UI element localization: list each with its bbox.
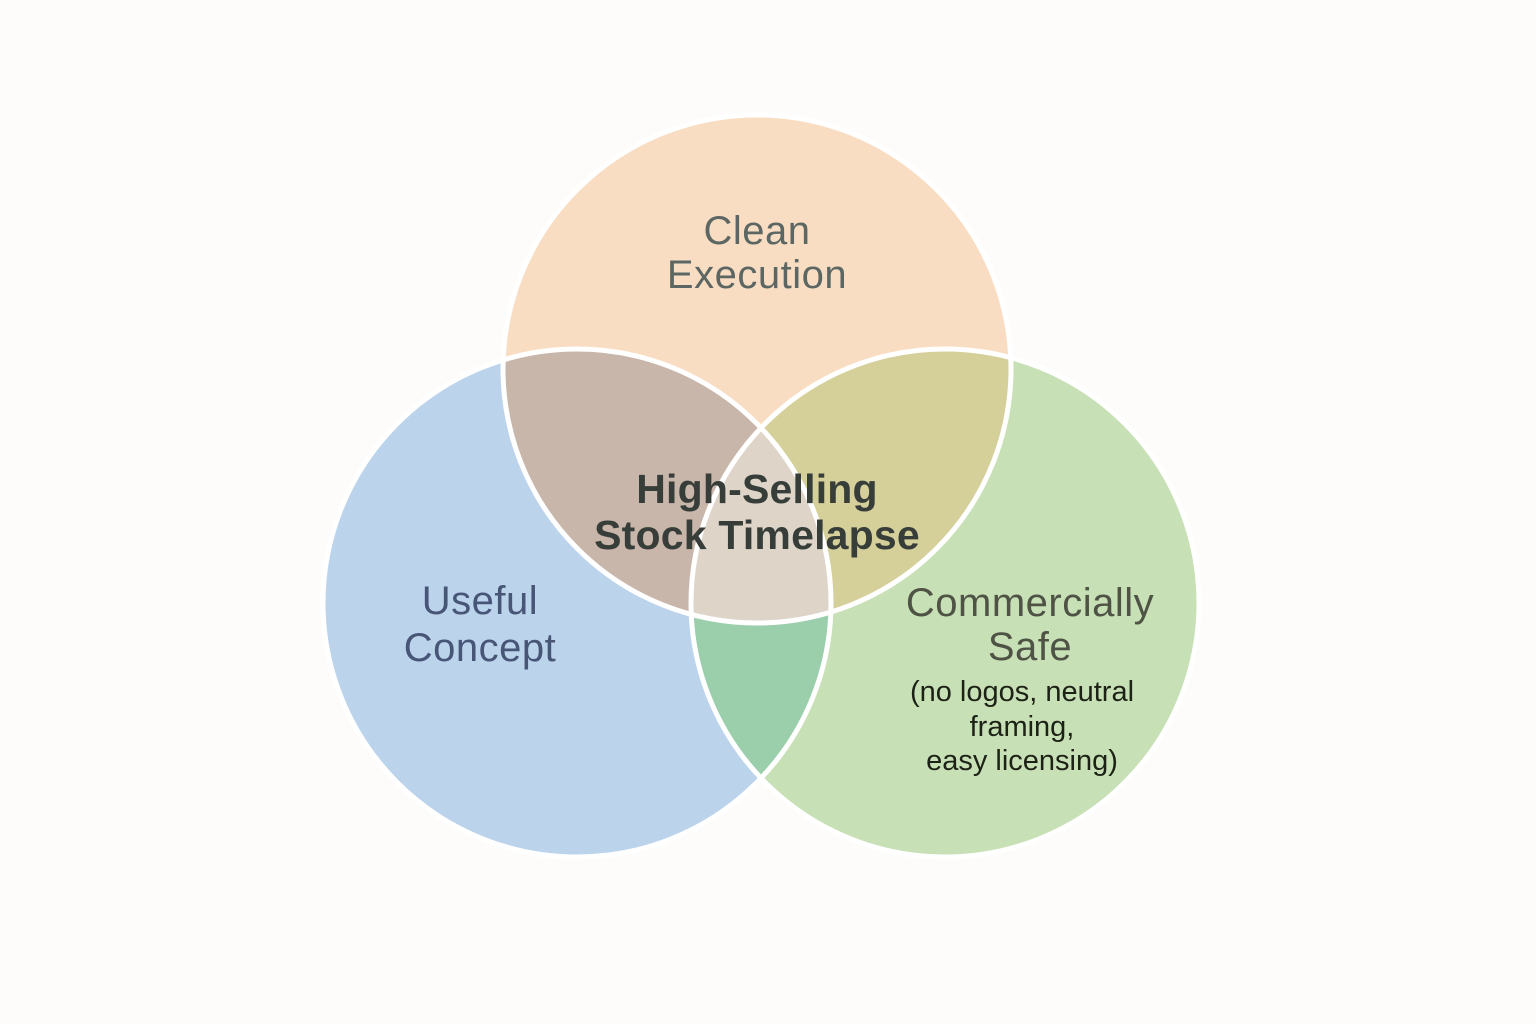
center-label-line1: High-Selling — [636, 466, 878, 512]
right-circle-caption-line1: (no logos, neutral — [910, 676, 1134, 708]
right-circle-caption-line3: easy licensing) — [926, 745, 1118, 777]
top-circle-outline — [500, 112, 1014, 626]
right-circle-caption-line2: framing, — [970, 711, 1075, 743]
center-label-line2: Stock Timelapse — [594, 512, 920, 558]
left-circle-label-line1: Useful — [422, 579, 538, 623]
top-circle-label-line1: Clean — [703, 209, 810, 253]
right-circle-label-line1: Commercially — [906, 581, 1154, 625]
left-circle-label-line2: Concept — [404, 626, 556, 670]
top-circle-label-line2: Execution — [667, 253, 847, 297]
right-circle-outline — [688, 346, 1202, 860]
right-circle-label-line2: Safe — [988, 625, 1072, 669]
left-circle-outline — [320, 346, 834, 860]
